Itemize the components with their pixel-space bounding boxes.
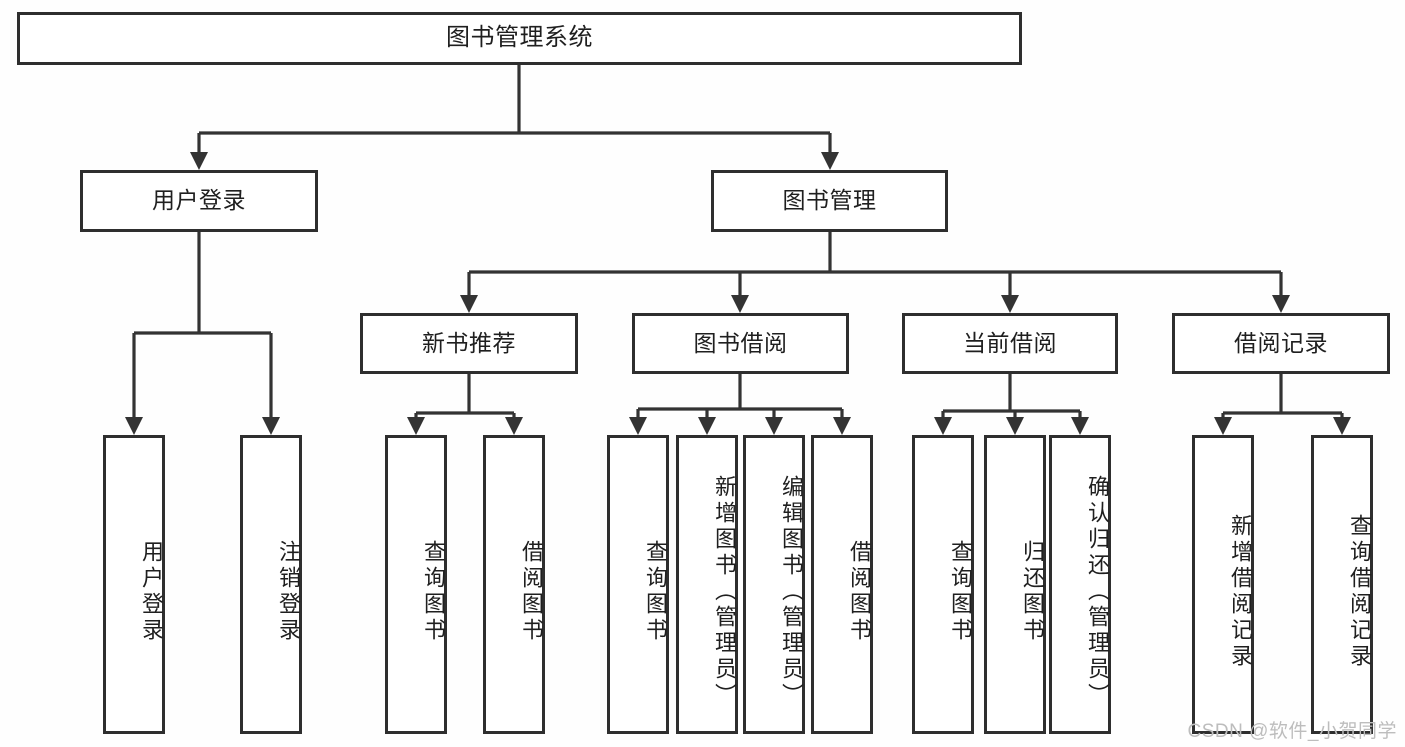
arrow-to-book-management [821, 152, 839, 170]
node-leaf-add-book-admin[interactable]: 新增图书（管理员） [676, 435, 738, 734]
node-book-management[interactable]: 图书管理 [711, 170, 948, 232]
arrow-to-user-login [190, 152, 208, 170]
arrow-leaf-borrow-book-rec [505, 417, 523, 435]
node-leaf-user-login[interactable]: 用户登录 [103, 435, 165, 734]
arrow-leaf-logout [262, 417, 280, 435]
node-current-borrow-label: 当前借阅 [963, 329, 1057, 356]
node-new-book-recommend-label: 新书推荐 [422, 329, 516, 356]
arrow-leaf-query-book-current [934, 417, 952, 435]
node-leaf-confirm-return-admin[interactable]: 确认归还（管理员） [1049, 435, 1111, 734]
node-borrow-record[interactable]: 借阅记录 [1172, 313, 1390, 374]
node-leaf-query-borrow-record[interactable]: 查询借阅记录 [1311, 435, 1373, 734]
node-root[interactable]: 图书管理系统 [17, 12, 1022, 65]
node-book-borrow-label: 图书借阅 [693, 329, 788, 356]
node-leaf-query-book-rec[interactable]: 查询图书 [385, 435, 447, 734]
arrow-leaf-user-login [125, 417, 143, 435]
node-leaf-query-book-rec-label: 查询图书 [421, 539, 446, 644]
node-leaf-borrow-book-label: 借阅图书 [847, 539, 872, 644]
node-leaf-logout[interactable]: 注销登录 [240, 435, 302, 734]
arrow-to-book-borrow [731, 295, 749, 313]
node-leaf-return-book-label: 归还图书 [1020, 539, 1045, 644]
arrow-leaf-borrow-book [833, 417, 851, 435]
arrow-leaf-edit-book-admin [765, 417, 783, 435]
node-book-borrow[interactable]: 图书借阅 [632, 313, 849, 374]
node-leaf-query-book-current-label: 查询图书 [948, 539, 973, 644]
node-leaf-query-borrow-record-label: 查询借阅记录 [1347, 513, 1372, 670]
node-leaf-borrow-book-rec[interactable]: 借阅图书 [483, 435, 545, 734]
node-leaf-confirm-return-admin-label: 确认归还（管理员） [1085, 474, 1110, 709]
node-borrow-record-label: 借阅记录 [1234, 329, 1328, 356]
arrow-leaf-add-book-admin [698, 417, 716, 435]
watermark: CSDN @软件_小贺同学 [1187, 721, 1397, 742]
arrow-leaf-confirm-return-admin [1071, 417, 1089, 435]
node-leaf-edit-book-admin-label: 编辑图书（管理员） [779, 474, 804, 709]
arrow-leaf-query-borrow-record [1333, 417, 1351, 435]
node-leaf-query-book-borrow[interactable]: 查询图书 [607, 435, 669, 734]
node-user-login-label: 用户登录 [152, 187, 246, 214]
node-leaf-edit-book-admin[interactable]: 编辑图书（管理员） [743, 435, 805, 734]
node-leaf-return-book[interactable]: 归还图书 [984, 435, 1046, 734]
arrow-leaf-add-borrow-record [1214, 417, 1232, 435]
node-leaf-query-book-borrow-label: 查询图书 [643, 539, 668, 644]
arrow-leaf-query-book-rec [407, 417, 425, 435]
arrow-to-current-borrow [1001, 295, 1019, 313]
node-current-borrow[interactable]: 当前借阅 [902, 313, 1118, 374]
node-leaf-add-book-admin-label: 新增图书（管理员） [712, 474, 737, 709]
arrow-to-borrow-record [1272, 295, 1290, 313]
arrow-leaf-query-book-borrow [629, 417, 647, 435]
node-leaf-borrow-book[interactable]: 借阅图书 [811, 435, 873, 734]
node-leaf-add-borrow-record[interactable]: 新增借阅记录 [1192, 435, 1254, 734]
node-leaf-user-login-label: 用户登录 [139, 539, 164, 644]
node-new-book-recommend[interactable]: 新书推荐 [360, 313, 578, 374]
arrow-to-new-book-recommend [460, 295, 478, 313]
node-leaf-add-borrow-record-label: 新增借阅记录 [1228, 513, 1253, 670]
node-user-login[interactable]: 用户登录 [80, 170, 318, 232]
node-book-management-label: 图书管理 [782, 187, 877, 214]
arrow-leaf-return-book [1006, 417, 1024, 435]
node-leaf-borrow-book-rec-label: 借阅图书 [519, 539, 544, 644]
node-leaf-query-book-current[interactable]: 查询图书 [912, 435, 974, 734]
node-leaf-logout-label: 注销登录 [276, 539, 301, 644]
node-root-label: 图书管理系统 [446, 24, 593, 52]
